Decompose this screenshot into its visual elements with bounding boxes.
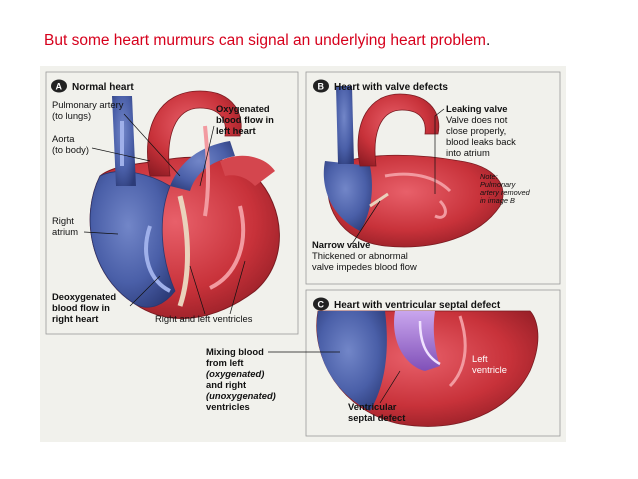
label-right-atrium: Right: [52, 215, 74, 226]
label-left-ventricle: Left: [472, 353, 488, 364]
label-note-3: artery removed: [480, 188, 531, 197]
heart-defects-figure: A Normal heart Pulmonary artery (to lung…: [40, 66, 566, 442]
label-mixing-4: and right: [206, 379, 246, 390]
panel-a-leader-lines: [83, 113, 246, 315]
heart-diagram-svg: A Normal heart Pulmonary artery (to lung…: [45, 71, 561, 437]
label-pulmonary-artery: Pulmonary artery: [52, 99, 124, 110]
label-note-2: Pulmonary: [480, 180, 517, 189]
label-narrow-3: valve impedes blood flow: [312, 261, 417, 272]
label-oxygenated-3: left heart: [216, 125, 256, 136]
slide-title-text: But some heart murmurs can signal an und…: [44, 32, 486, 49]
panel-a-badge: [51, 79, 67, 93]
panel-a-badge-letter: A: [56, 82, 63, 92]
panel-c-badge: [313, 297, 329, 311]
panel-c-leader-lines: [268, 351, 401, 404]
label-leaking-3: close properly,: [446, 125, 506, 136]
label-oxygenated: Oxygenated: [216, 103, 270, 114]
label-deoxygenated: Deoxygenated: [52, 291, 116, 302]
label-narrow-valve: Narrow valve: [312, 239, 370, 250]
panel-valve-defects: B Heart with valve defects Leaking valve…: [305, 71, 561, 285]
label-left-ventricle-2: ventricle: [472, 364, 507, 375]
panel-c-badge-letter: C: [318, 300, 325, 310]
panel-b-badge: [313, 79, 329, 93]
panel-b-leader-lines: [351, 108, 445, 245]
label-note-4: in image B: [480, 196, 515, 205]
label-oxygenated-2: blood flow in: [216, 114, 274, 125]
label-right-atrium-2: atrium: [52, 226, 78, 237]
label-pulmonary-artery-sub: (to lungs): [52, 110, 91, 121]
label-mixing-6: ventricles: [206, 401, 250, 412]
panel-c-illustration: [316, 310, 539, 427]
label-aorta-sub: (to body): [52, 144, 89, 155]
label-mixing-5: (unoxygenated): [206, 390, 276, 401]
panel-a-illustration: [89, 90, 280, 319]
panel-a-title: Normal heart: [72, 82, 134, 93]
label-mixing-3: (oxygenated): [206, 368, 264, 379]
label-mixing-blood: Mixing blood: [206, 346, 264, 357]
panel-c-title: Heart with ventricular septal defect: [334, 300, 501, 311]
label-leaking-valve: Leaking valve: [446, 103, 508, 114]
label-note: Note:: [480, 172, 498, 181]
label-vsd: Ventricular: [348, 401, 397, 412]
panel-septal-defect: C Heart with ventricular septal defect M…: [206, 289, 561, 437]
label-leaking-5: into atrium: [446, 147, 490, 158]
label-vsd-2: septal defect: [348, 412, 405, 423]
label-leaking-2: Valve does not: [446, 114, 508, 125]
slide-title: But some heart murmurs can signal an und…: [44, 32, 490, 50]
label-aorta: Aorta: [52, 133, 75, 144]
panel-normal-heart: A Normal heart Pulmonary artery (to lung…: [45, 71, 299, 335]
label-narrow-2: Thickened or abnormal: [312, 250, 408, 261]
label-ventricles: Right and left ventricles: [155, 313, 253, 324]
panel-b-title: Heart with valve defects: [334, 82, 448, 93]
slide-title-period: .: [485, 32, 491, 49]
panel-b-badge-letter: B: [318, 82, 325, 92]
label-deoxygenated-2: blood flow in: [52, 302, 110, 313]
panel-b-illustration: [323, 86, 504, 248]
label-leaking-4: blood leaks back: [446, 136, 516, 147]
label-deoxygenated-3: right heart: [52, 313, 98, 324]
label-mixing-2: from left: [206, 357, 244, 368]
